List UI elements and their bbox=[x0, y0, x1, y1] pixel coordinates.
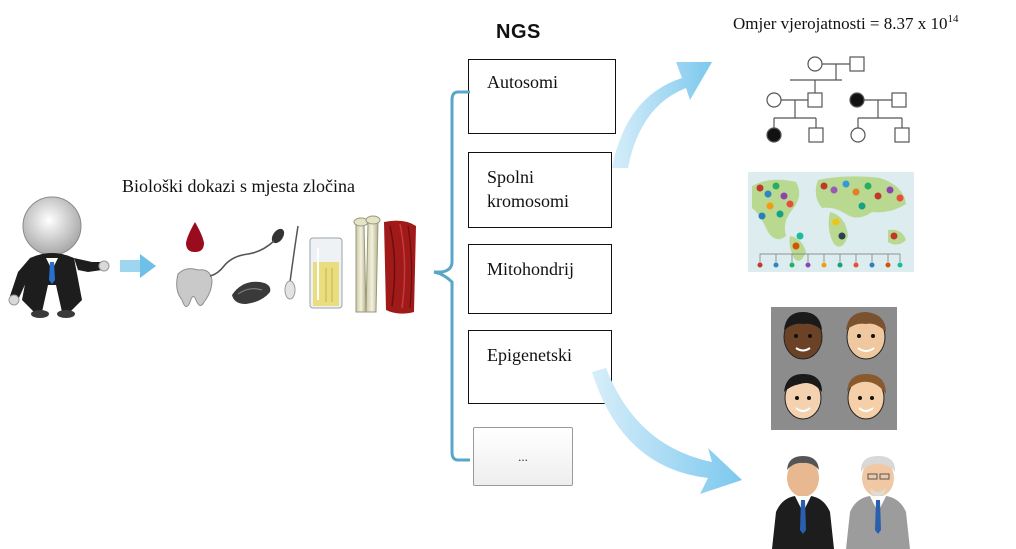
muscle-tissue-icon bbox=[384, 220, 416, 314]
sperm-icon bbox=[209, 228, 285, 277]
likelihood-label: Omjer vjerojatnosti = 8.37 x 10 bbox=[733, 14, 948, 33]
tooth-icon bbox=[176, 268, 213, 307]
category-label: Mitohondrij bbox=[487, 259, 575, 279]
world-map-icon bbox=[748, 172, 914, 272]
category-label: ... bbox=[518, 449, 528, 464]
likelihood-exponent: 14 bbox=[947, 13, 959, 25]
evidence-items bbox=[176, 215, 416, 314]
category-label: Spolni kromosomi bbox=[487, 167, 570, 211]
skin-flake-icon bbox=[232, 281, 271, 304]
category-box-epigenetic: Epigenetski bbox=[468, 330, 612, 404]
test-tube-icon bbox=[309, 237, 343, 309]
evidence-caption: Biološki dokazi s mjesta zločina bbox=[122, 176, 355, 196]
lower-result-arrow bbox=[592, 368, 742, 494]
category-label: Autosomi bbox=[487, 72, 559, 92]
suspect-to-evidence-arrow bbox=[120, 254, 156, 278]
category-box-autosomes: Autosomi bbox=[468, 59, 616, 134]
ngs-bracket bbox=[433, 90, 470, 462]
faces-grid-icon bbox=[771, 307, 897, 430]
category-box-mitochondria: Mitohondrij bbox=[468, 244, 612, 314]
blood-drop-icon bbox=[186, 222, 204, 252]
category-label: Epigenetski bbox=[487, 345, 572, 365]
ngs-title: NGS bbox=[496, 21, 541, 43]
hair-icon bbox=[284, 225, 299, 300]
upper-result-arrow bbox=[612, 62, 712, 168]
category-box-more: ... bbox=[473, 427, 573, 486]
suspect-icon bbox=[8, 196, 110, 318]
bone-icon bbox=[353, 215, 381, 313]
two-men-icon bbox=[772, 456, 910, 549]
category-box-sex-chromosomes: Spolni kromosomi bbox=[468, 152, 612, 228]
pedigree-chart-icon bbox=[766, 56, 910, 143]
likelihood-ratio: Omjer vjerojatnosti = 8.37 x 1014 bbox=[733, 13, 959, 34]
